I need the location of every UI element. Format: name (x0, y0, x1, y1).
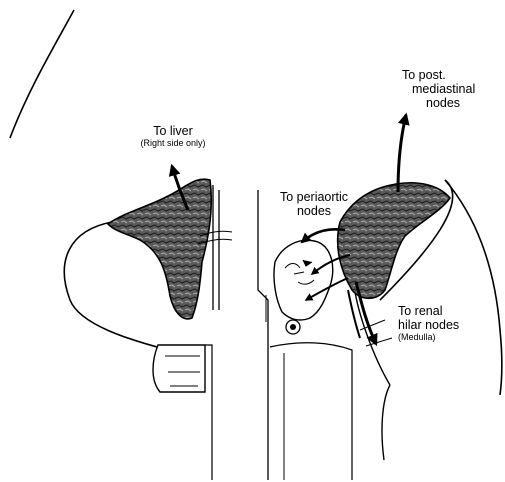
label-mediastinal-line3: nodes (402, 96, 502, 110)
label-renal-line2: hilar nodes (398, 318, 498, 332)
label-to-periaortic: To periaortic nodes (266, 190, 362, 218)
arrow-to-mediastinal (398, 115, 406, 192)
periaortic-node-cluster (274, 240, 333, 320)
label-to-liver: To liver (Right side only) (118, 124, 228, 148)
label-periaortic-line1: To periaortic (266, 190, 362, 204)
label-to-renal-hilar: To renal hilar nodes (Medulla) (398, 304, 498, 342)
label-to-mediastinal: To post. mediastinal nodes (402, 68, 502, 110)
label-periaortic-line2: nodes (266, 204, 362, 218)
label-renal-line1: To renal (398, 304, 498, 318)
right-adrenal-gland (108, 179, 211, 319)
inferior-vena-cava (213, 185, 219, 310)
label-mediastinal-line1: To post. (402, 68, 502, 82)
right-kidney-hilum (153, 345, 205, 392)
label-mediastinal-line2: mediastinal (402, 82, 502, 96)
aorta (258, 190, 268, 480)
label-to-liver-note: (Right side only) (118, 138, 228, 148)
label-renal-note: (Medulla) (398, 332, 498, 342)
body-outline-left (10, 10, 74, 138)
label-to-liver-text: To liver (118, 124, 228, 138)
